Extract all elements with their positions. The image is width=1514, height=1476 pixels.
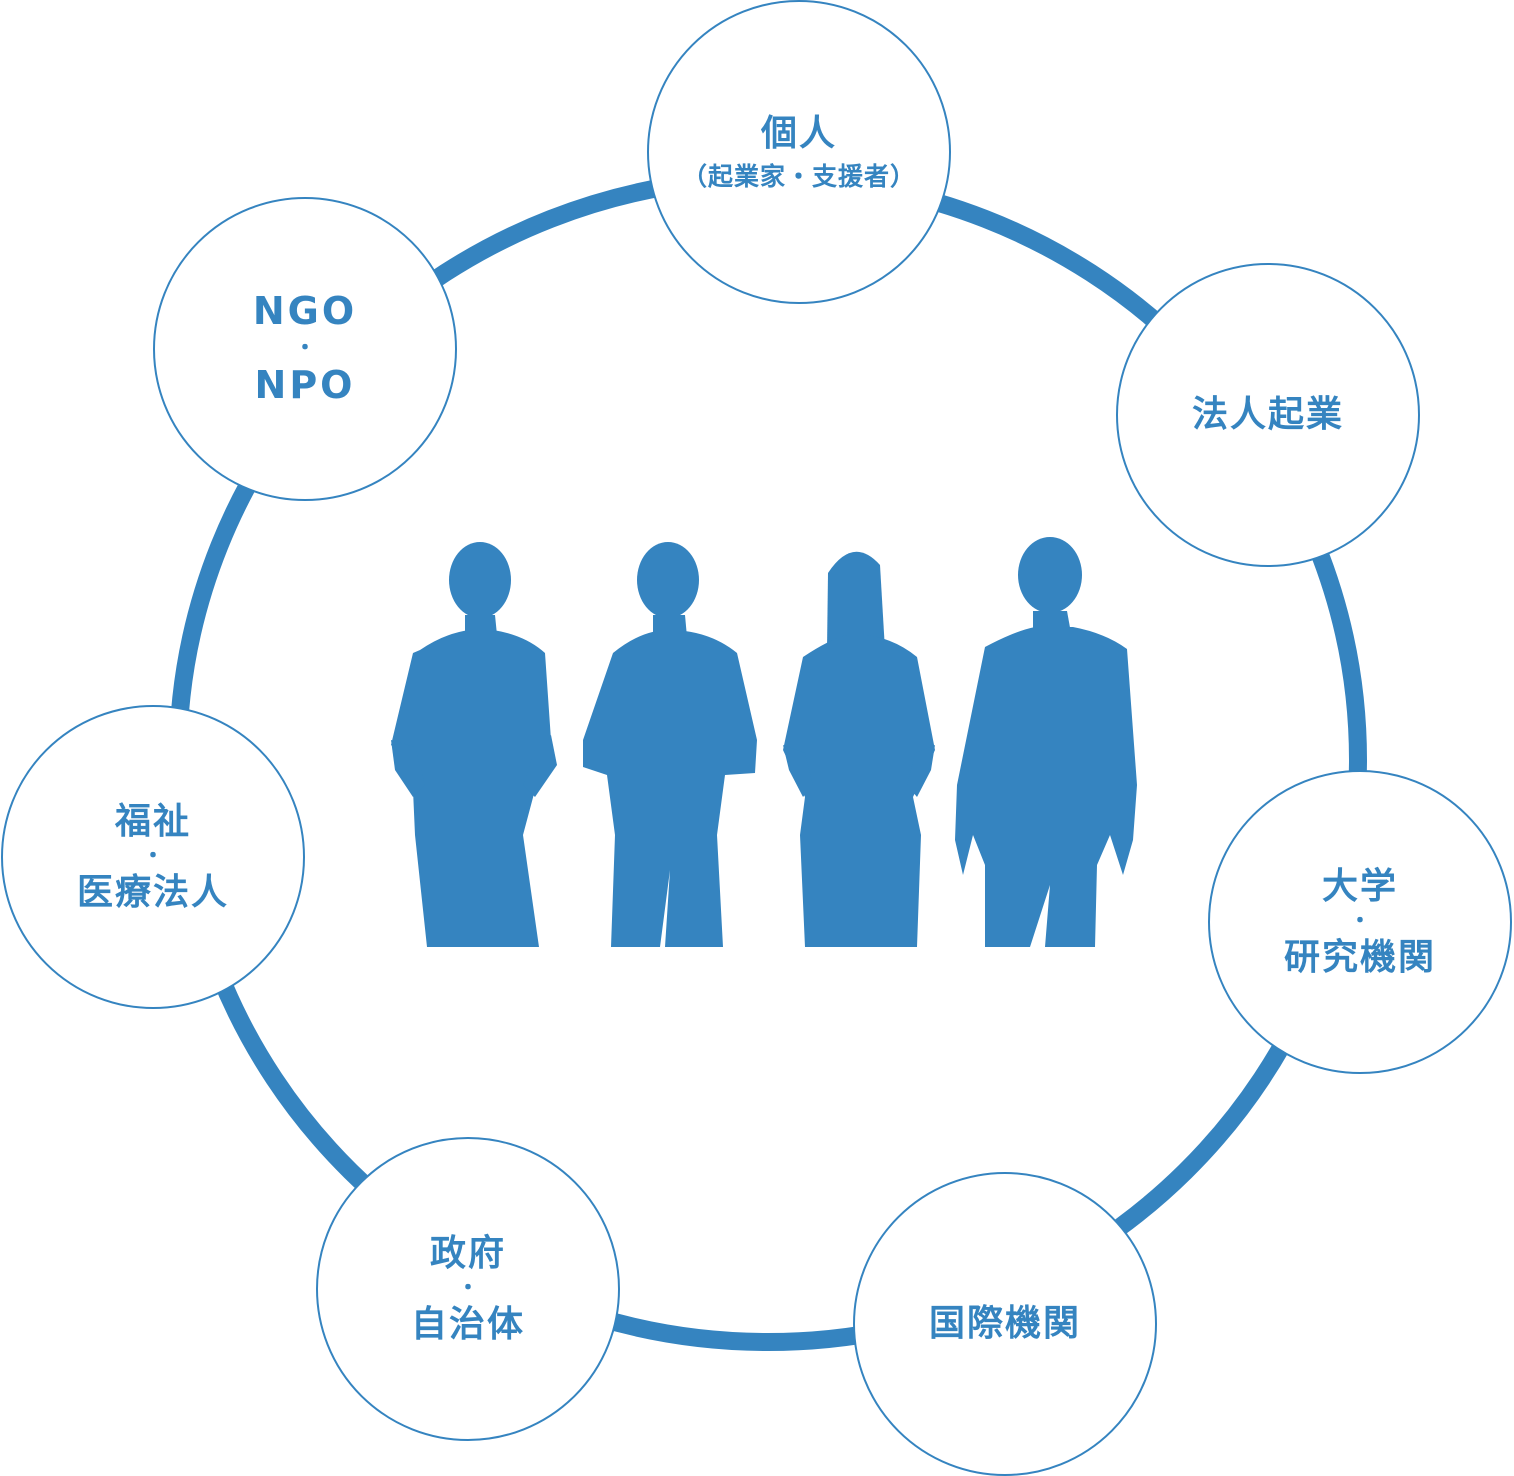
- node-university-line2: 研究機関: [1283, 937, 1436, 979]
- node-ngo-separator: ・: [293, 335, 316, 361]
- node-university: 大学 ・ 研究機関: [1208, 770, 1512, 1074]
- node-individual-sublabel: （起業家・支援者）: [681, 161, 916, 191]
- node-welfare-line2: 医療法人: [76, 872, 229, 914]
- node-ngo: NGO ・ NPO: [153, 197, 457, 501]
- person-silhouette-icon: [583, 542, 757, 947]
- people-group-silhouette-icon: [391, 537, 1137, 947]
- node-corporate-label: 法人起業: [1191, 394, 1344, 436]
- node-welfare-separator: ・: [141, 843, 164, 869]
- node-government-line2: 自治体: [410, 1304, 525, 1346]
- node-welfare: 福祉 ・ 医療法人: [1, 705, 305, 1009]
- node-ngo-line2: NPO: [254, 363, 356, 408]
- node-university-separator: ・: [1348, 908, 1371, 934]
- node-university-line1: 大学: [1321, 865, 1398, 907]
- node-government: 政府 ・ 自治体: [316, 1137, 620, 1441]
- node-individual-label: 個人: [760, 113, 837, 155]
- person-silhouette-icon: [955, 537, 1137, 947]
- node-international: 国際機関: [853, 1172, 1157, 1476]
- node-international-label: 国際機関: [928, 1303, 1081, 1345]
- node-ngo-line1: NGO: [252, 289, 358, 334]
- node-government-separator: ・: [456, 1275, 479, 1301]
- node-individual: 個人 （起業家・支援者）: [647, 0, 951, 304]
- node-government-line1: 政府: [429, 1232, 506, 1274]
- person-silhouette-icon: [783, 551, 935, 947]
- node-welfare-line1: 福祉: [114, 800, 191, 842]
- person-silhouette-icon: [391, 542, 557, 947]
- node-corporate: 法人起業: [1116, 263, 1420, 567]
